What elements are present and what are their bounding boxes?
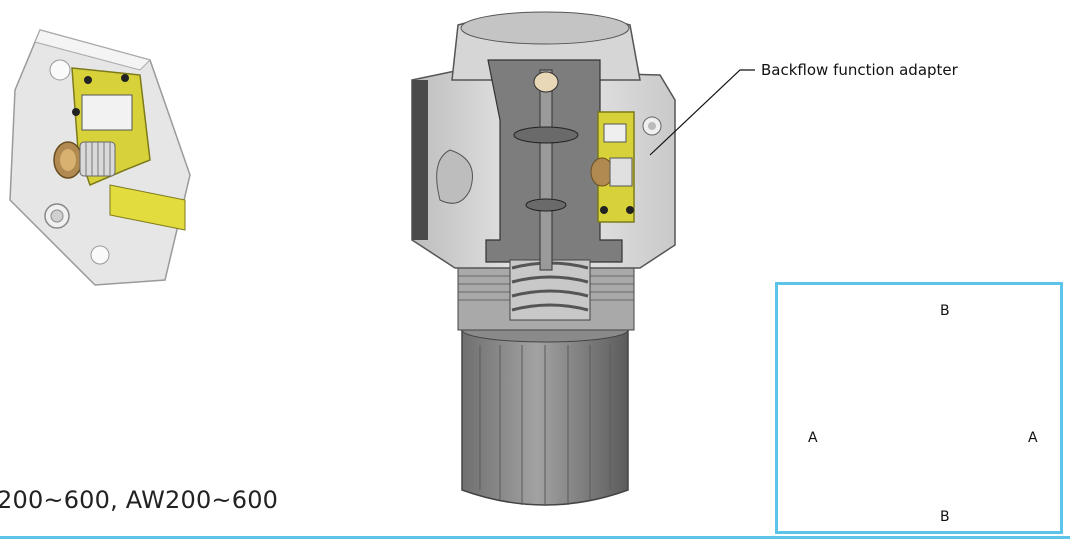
backflow-adapter-callout-label: Backflow function adapter <box>761 61 958 79</box>
callout-leader-line <box>649 69 755 156</box>
section-label-bottom: B <box>940 509 950 525</box>
section-label-right: A <box>1028 430 1038 446</box>
adapter-cutaway-illustration <box>9 29 191 286</box>
bottom-accent-rule <box>0 536 1070 539</box>
regulator-cutaway-illustration <box>411 11 676 506</box>
model-range-caption: 200~600, AW200~600 <box>0 486 279 514</box>
section-label-top: B <box>940 303 950 319</box>
section-label-left: A <box>808 430 818 446</box>
section-view-frame <box>775 282 1063 534</box>
